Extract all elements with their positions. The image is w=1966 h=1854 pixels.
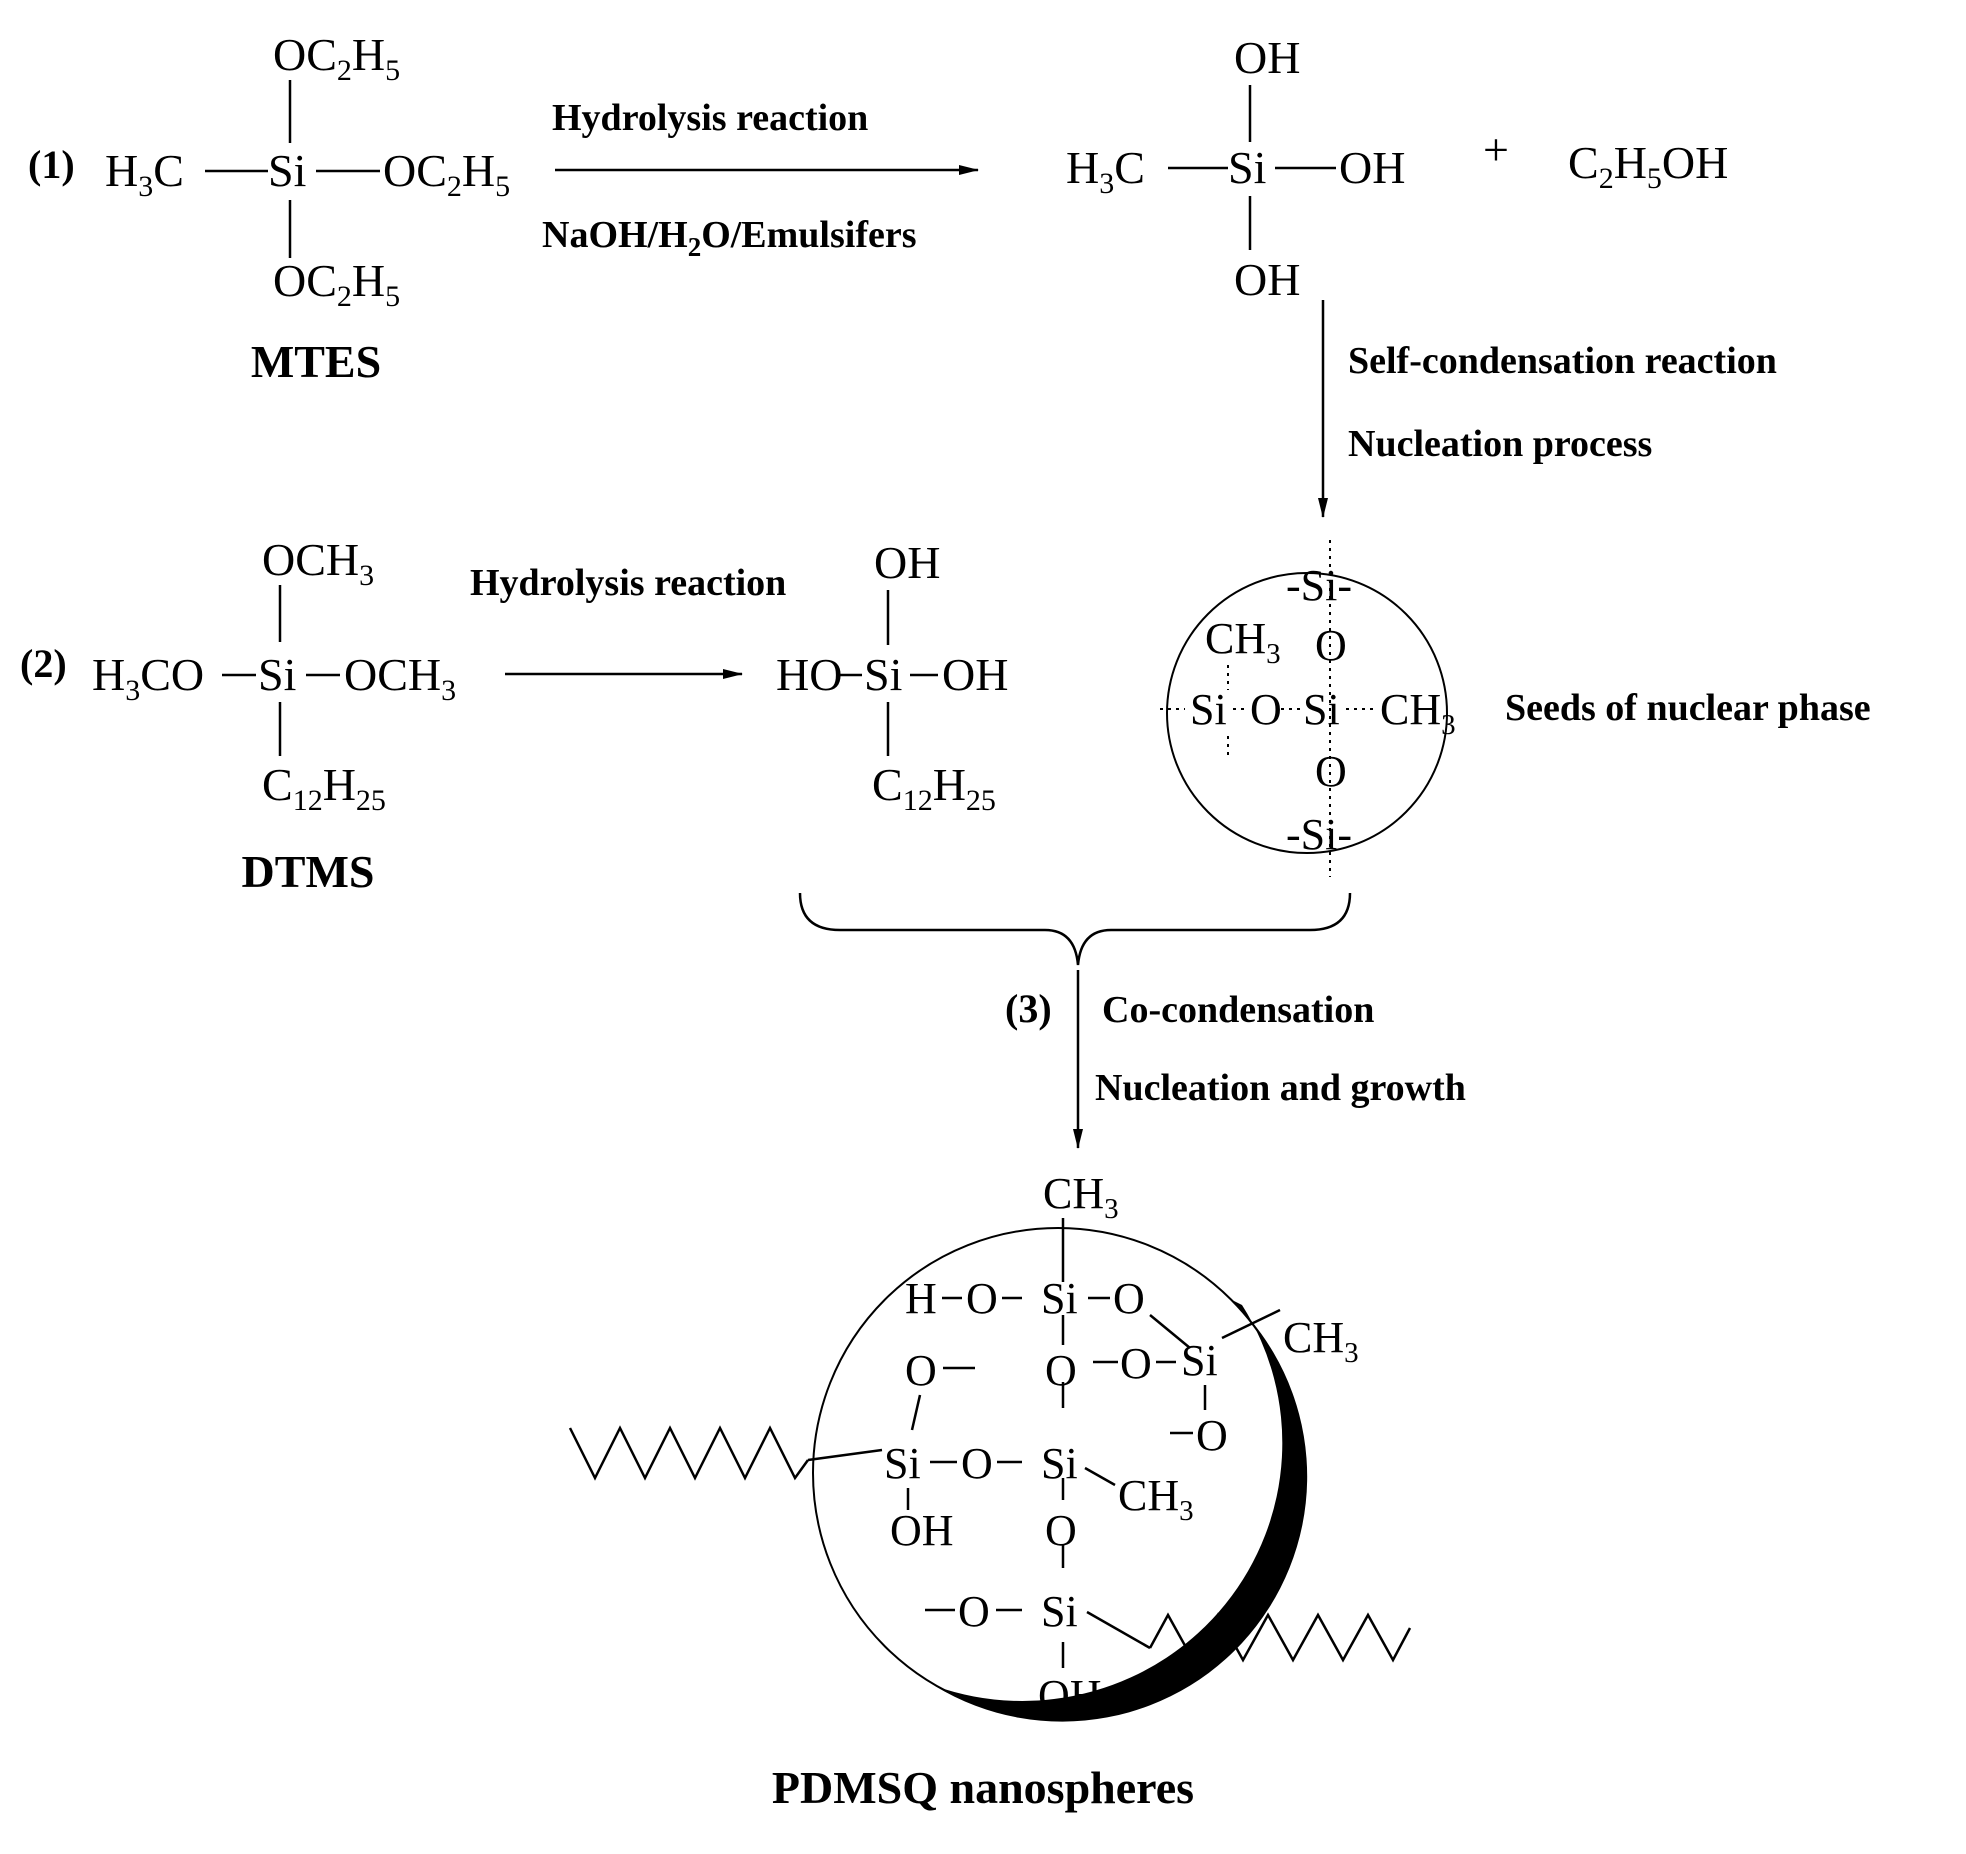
seed-label: Seeds of nuclear phase bbox=[1505, 687, 1871, 729]
row5-o: O bbox=[958, 1587, 990, 1636]
row1-o-left: O bbox=[966, 1274, 998, 1323]
dtms-bottom-group: C12H25 bbox=[262, 759, 386, 817]
step1-number: (1) bbox=[28, 142, 75, 187]
row5-si: Si bbox=[1041, 1587, 1078, 1636]
bottom-oh: OH bbox=[1038, 1671, 1102, 1720]
mtes-right-group: OC2H5 bbox=[383, 145, 510, 203]
product1-left-group: H3C bbox=[1066, 142, 1145, 200]
step1-arrow-bottom-label: NaOH/H2O/Emulsifers bbox=[542, 214, 917, 262]
ethanol-byproduct: C2H5OH bbox=[1568, 137, 1728, 195]
dodecyl-chain-left bbox=[568, 1425, 810, 1481]
merge-brace bbox=[798, 892, 1352, 966]
product2-right-oh: OH bbox=[942, 649, 1008, 700]
seed-sphere bbox=[1166, 572, 1448, 854]
nucleation-process-label: Nucleation process bbox=[1348, 423, 1652, 465]
dtms-structure: OCH3 H3CO Si OCH3 C12H25 DTMS bbox=[92, 534, 456, 897]
product1-bottom-oh: OH bbox=[1234, 254, 1300, 305]
seed-ch3-right: CH3 bbox=[1380, 685, 1456, 741]
product2-top-oh: OH bbox=[874, 537, 940, 588]
product2-center-si: Si bbox=[864, 649, 902, 700]
dodecylsilanetriol-structure: OH HO Si OH C12H25 bbox=[776, 537, 1008, 817]
mtes-bottom-group: OC2H5 bbox=[273, 255, 400, 313]
product1-right-oh: OH bbox=[1339, 142, 1405, 193]
row1-h: H bbox=[905, 1274, 937, 1323]
dtms-center-si: Si bbox=[258, 649, 296, 700]
product1-center-si: Si bbox=[1228, 142, 1266, 193]
mtes-left-group: H3C bbox=[105, 145, 184, 203]
bond bbox=[807, 1448, 883, 1462]
row3-si: Si bbox=[1041, 1439, 1078, 1488]
plus-sign: + bbox=[1483, 124, 1509, 175]
row2-o-right: O bbox=[1120, 1339, 1152, 1388]
dodecyl-chain-right bbox=[1148, 1612, 1412, 1663]
seed-bottom-si: -Si- bbox=[1286, 810, 1352, 859]
step2-group: (2) OCH3 H3CO Si OCH3 C12H25 DTMS Hydrol… bbox=[20, 534, 1008, 897]
seed-o-middle: O bbox=[1250, 685, 1282, 734]
left-upper-o: O bbox=[905, 1346, 937, 1395]
seed-top-si: -Si- bbox=[1286, 561, 1352, 610]
bond bbox=[910, 1394, 922, 1431]
step3-group: (3) Co-condensation Nucleation and growt… bbox=[798, 892, 1466, 1149]
seed-nucleus: -Si- CH3 O Si O Si CH3 O -Si- Seeds of n… bbox=[1160, 540, 1871, 877]
bond bbox=[1084, 1466, 1116, 1487]
seed-ch3-left: CH3 bbox=[1205, 614, 1281, 670]
right-si-o: O bbox=[1196, 1411, 1228, 1460]
step1-arrow-top-label: Hydrolysis reaction bbox=[552, 97, 868, 139]
right-si: Si bbox=[1181, 1336, 1218, 1385]
row2-o-center: O bbox=[1045, 1346, 1077, 1395]
seed-si-center: Si bbox=[1303, 685, 1340, 734]
pdmsq-name: PDMSQ nanospheres bbox=[772, 1762, 1194, 1813]
row1-o-right: O bbox=[1113, 1274, 1145, 1323]
product2-left-ho: HO bbox=[776, 649, 842, 700]
mtes-center-si: Si bbox=[268, 145, 306, 196]
seed-si-left: Si bbox=[1190, 685, 1227, 734]
left-si: Si bbox=[884, 1439, 921, 1488]
step3-number: (3) bbox=[1005, 986, 1052, 1031]
pdmsq-nanosphere: CH3 H O Si O CH3 O Si O O O Si O Si CH3 bbox=[568, 1169, 1412, 1813]
right-ch3: CH3 bbox=[1283, 1313, 1359, 1369]
mtes-structure: OC2H5 H3C Si OC2H5 OC2H5 MTES bbox=[105, 29, 510, 387]
bond bbox=[1086, 1610, 1151, 1650]
nucleation-growth-label: Nucleation and growth bbox=[1095, 1067, 1466, 1109]
seed-o-top: O bbox=[1315, 621, 1347, 670]
dtms-right-group: OCH3 bbox=[344, 649, 456, 707]
co-condensation-label: Co-condensation bbox=[1102, 989, 1374, 1031]
step2-arrow-top-label: Hydrolysis reaction bbox=[470, 562, 786, 604]
row1-si: Si bbox=[1041, 1274, 1078, 1323]
step2-number: (2) bbox=[20, 641, 67, 686]
seed-o-bottom: O bbox=[1315, 747, 1347, 796]
step1-group: (1) OC2H5 H3C Si OC2H5 OC2H5 MTES Hydrol… bbox=[28, 29, 1777, 518]
mtes-name: MTES bbox=[251, 336, 381, 387]
row4-o: O bbox=[1045, 1506, 1077, 1555]
silanetriol-structure: OH H3C Si OH OH bbox=[1066, 32, 1405, 305]
bond bbox=[1221, 1308, 1281, 1340]
product2-bottom-group: C12H25 bbox=[872, 759, 996, 817]
row3-ch3: CH3 bbox=[1118, 1471, 1194, 1527]
bond bbox=[1149, 1314, 1191, 1349]
product1-top-oh: OH bbox=[1234, 32, 1300, 83]
mtes-top-group: OC2H5 bbox=[273, 29, 400, 87]
left-si-oh: OH bbox=[890, 1506, 954, 1555]
row3-o: O bbox=[961, 1439, 993, 1488]
dtms-top-group: OCH3 bbox=[262, 534, 374, 592]
dtms-left-group: H3CO bbox=[92, 649, 204, 707]
top-ch3: CH3 bbox=[1043, 1169, 1119, 1225]
dtms-name: DTMS bbox=[242, 846, 375, 897]
self-condensation-label: Self-condensation reaction bbox=[1348, 340, 1777, 382]
